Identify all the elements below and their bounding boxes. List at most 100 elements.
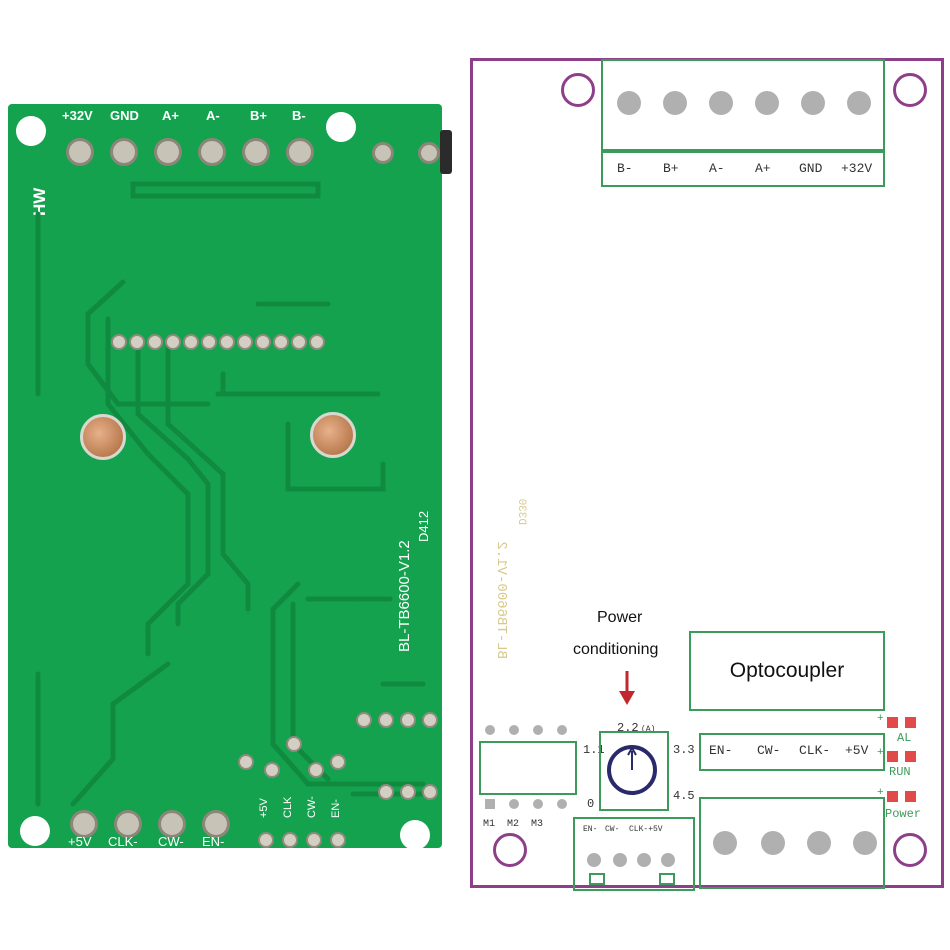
mounting-hole [893,833,927,867]
terminal-pad [847,91,871,115]
terminal-pad [755,91,779,115]
dial-value-bl: 0 [587,797,595,811]
dial-box [599,731,669,811]
pad [557,725,567,735]
status-label-run: RUN [889,765,911,779]
diagram-label-en: EN- [709,743,733,758]
diagram-label-5v: +5V [845,743,869,758]
terminal-pad [286,138,314,166]
terminal-pad [66,138,94,166]
pad [661,853,675,867]
terminal-pad [158,810,186,838]
pcb-label-clk: CLK- [108,834,138,849]
pad [533,799,543,809]
terminal-pad [853,831,877,855]
latch [659,873,675,885]
pcb-label-gnd: GND [110,108,139,123]
current-dial-icon [607,745,657,795]
diagram-label-gnd: GND [799,161,823,176]
pcb-model-code: D412 [416,510,431,542]
pcb-model-label: BL-TB6600-V1.2 [396,540,413,652]
status-label-power: Power [885,807,922,821]
dial-value-br: 4.5 [673,789,695,803]
mounting-hole [893,73,927,107]
terminal-pad [709,91,733,115]
pcb-label-32v: +32V [62,108,93,123]
pcb-label-a-plus: A+ [162,108,179,123]
diagram-label-cw: CW- [757,743,781,758]
layout-diagram: B- B+ A- A+ GND +32V BL-TB6600-V1.2 D330… [470,58,944,891]
terminal-pad [202,810,230,838]
diagram-label-b-minus: B- [617,161,633,176]
small-label-clk: CLK-+5V [629,825,663,834]
m1-label: M1 [483,819,496,830]
pcb-label-5v: +5V [68,834,92,849]
pad [587,853,601,867]
diagram-label-clk: CLK- [799,743,831,758]
terminal-pad [761,831,785,855]
mounting-hole [561,73,595,107]
pad [286,736,302,752]
screw-icon [310,412,356,458]
led-power [905,791,916,802]
led-run [905,751,916,762]
terminal-pad [154,138,182,166]
pad [485,725,495,735]
diagram-label-a-plus: A+ [755,161,771,176]
led-power [887,791,898,802]
pad [533,725,543,735]
terminal-pad [70,810,98,838]
pad [613,853,627,867]
screw-icon [80,414,126,460]
terminal-pad [663,91,687,115]
bottom-terminal-labels [699,733,885,771]
terminal-pad [801,91,825,115]
status-label-al: AL [897,731,912,745]
pad [557,799,567,809]
pad [258,832,274,848]
terminal-pad [418,142,440,164]
pcb-label-a-minus: A- [206,108,220,123]
bottom-terminal-block [699,797,885,889]
pad [509,799,519,809]
diagram-label-b-plus: B+ [663,161,679,176]
pad [400,784,416,800]
diagram-label-a-minus: A- [709,161,725,176]
top-terminal-labels [601,149,885,187]
led-run [887,751,898,762]
m3-label: M3 [531,819,544,830]
pad [400,712,416,728]
m2-label: M2 [507,819,520,830]
plus-sign: + [877,787,884,799]
pad [637,853,651,867]
pad [378,712,394,728]
mounting-hole [20,816,50,846]
pad [330,832,346,848]
pcb-small-label-clk: CLK [282,796,294,818]
mirrored-model-label: BL-TB6600-V1.2 [493,541,509,659]
pcb-label-b-plus: B+ [250,108,267,123]
pad [264,762,280,778]
component-edge [440,130,452,174]
dial-unit: (A) [641,725,656,734]
terminal-pad [807,831,831,855]
down-arrow-icon [619,671,635,705]
pad [378,784,394,800]
dip-switch [479,741,577,795]
pad [330,754,346,770]
pad [422,784,438,800]
terminal-pad [617,91,641,115]
pcb-board: +32V GND A+ A- B+ B- HW [8,104,442,850]
plus-sign: + [877,713,884,725]
top-terminal-block [601,59,885,153]
pad [308,762,324,778]
small-header-box [573,817,695,891]
terminal-pad [110,138,138,166]
terminal-pad [713,831,737,855]
pad [356,712,372,728]
optocoupler-box: Optocoupler [689,631,885,711]
pcb-small-label-5v: +5V [258,798,270,818]
mounting-hole [16,116,46,146]
pcb-small-label-en: EN- [330,799,342,818]
led-al [905,717,916,728]
